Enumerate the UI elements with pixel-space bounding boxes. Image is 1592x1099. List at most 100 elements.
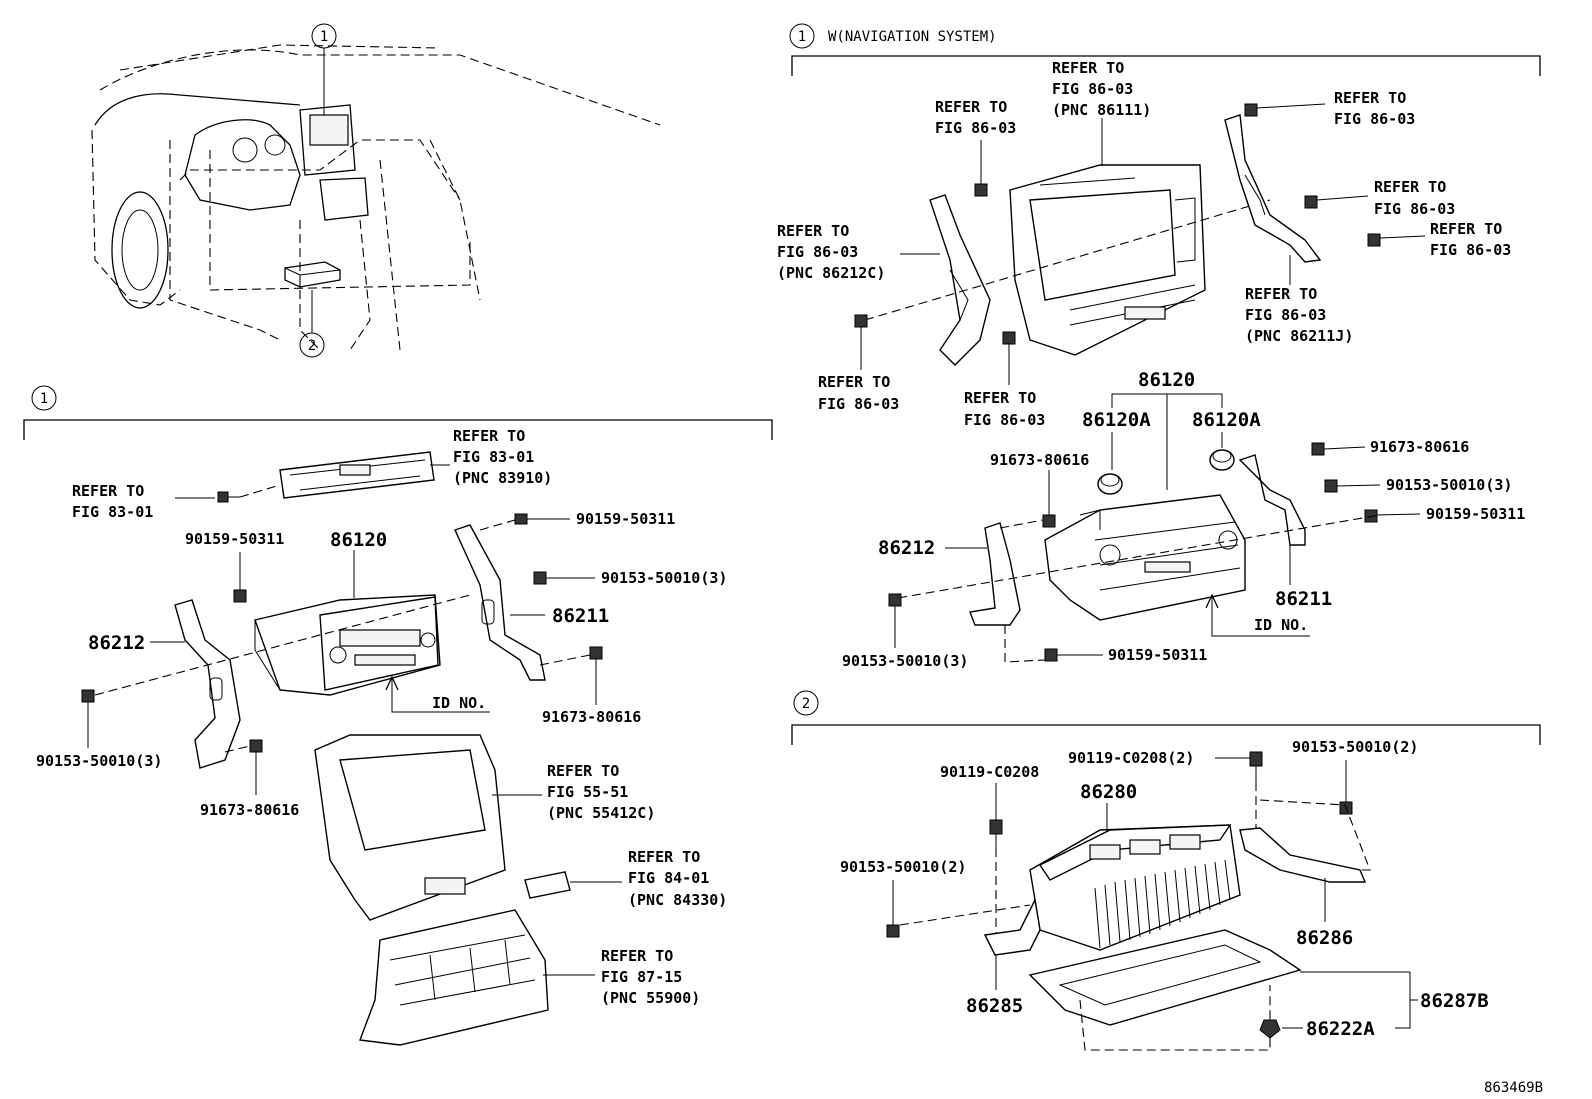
ref-nav-right-pnc-line1: REFER TO: [1245, 285, 1317, 303]
nav-label-86211: 86211: [1275, 588, 1332, 610]
nav-label-id-no: ID NO.: [1254, 616, 1308, 634]
ref-nav-left-lower-line1: REFER TO: [818, 373, 890, 391]
section-nav-title: W(NAVIGATION SYSTEM): [828, 29, 997, 45]
ref-panel-line3: (PNC 55412C): [547, 804, 655, 822]
clock-display-part: [279, 451, 435, 499]
amp-bracket-86285: [983, 897, 1041, 956]
bolt-icon: [854, 314, 868, 328]
amp-label-90153-right: 90153-50010(2): [1292, 738, 1418, 756]
ref-nav-display-line3: (PNC 86111): [1052, 101, 1151, 119]
nav-label-90153-right: 90153-50010(3): [1386, 476, 1512, 494]
amp-label-90119-right: 90119-C0208(2): [1068, 749, 1194, 767]
audio-head-unit: [254, 594, 441, 696]
ref-nav-right1-line2: FIG 86-03: [1334, 110, 1415, 128]
audio-label-86120: 86120: [330, 529, 387, 551]
ref-nav-left-upper-line1: REFER TO: [935, 98, 1007, 116]
ref-nav-left-upper-line2: FIG 86-03: [935, 119, 1016, 137]
ref-switch-line3: (PNC 84330): [628, 891, 727, 909]
bolt-icon: [888, 593, 902, 607]
bolt-icon: [514, 513, 528, 525]
knob-icon: [1097, 473, 1123, 495]
audio-label-91673-right: 91673-80616: [542, 708, 641, 726]
ref-nav-left-pnc-line2: FIG 86-03: [777, 243, 858, 261]
amplifier-part: [1029, 824, 1241, 951]
ref-screw-line1: REFER TO: [72, 482, 144, 500]
amp-tray-86287B: [1028, 929, 1302, 1026]
ref-screw-line2: FIG 83-01: [72, 503, 153, 521]
bolt-icon: [1244, 103, 1258, 117]
ref-nav-right2-line1: REFER TO: [1374, 178, 1446, 196]
nav-label-90159-bottom: 90159-50311: [1108, 646, 1207, 664]
knob-icon: [1209, 449, 1235, 471]
ref-nav-mid-lower-line1: REFER TO: [964, 389, 1036, 407]
nav-label-90159-right: 90159-50311: [1426, 505, 1525, 523]
nav-bracket-86211J: [1224, 114, 1322, 263]
audio-bracket-86212: [174, 599, 241, 769]
vehicle-overview-illustration: 1 2: [91, 23, 661, 358]
audio-label-86212: 86212: [88, 632, 145, 654]
nav-bracket-86212C: [929, 194, 991, 366]
amp-label-86280: 86280: [1080, 781, 1137, 803]
amp-label-86222A: 86222A: [1306, 1018, 1375, 1040]
audio-label-90159-right: 90159-50311: [576, 510, 675, 528]
audio-label-90153-right: 90153-50010(3): [601, 569, 727, 587]
amp-bracket-86286: [1239, 827, 1367, 883]
bolt-icon: [1044, 648, 1058, 662]
section-amp-marker: 2: [802, 696, 810, 712]
nav-label-86120A-left: 86120A: [1082, 409, 1151, 431]
nav-label-86120: 86120: [1138, 369, 1195, 391]
section-audio-marker: 1: [40, 391, 48, 407]
nav-label-86212: 86212: [878, 537, 935, 559]
bolt-icon: [1042, 514, 1056, 528]
bolt-icon: [1311, 442, 1325, 456]
audio-label-id-no: ID NO.: [432, 694, 486, 712]
nav-label-91673-left: 91673-80616: [990, 451, 1089, 469]
ref-nav-left-pnc-line1: REFER TO: [777, 222, 849, 240]
ref-nav-right2-line2: FIG 86-03: [1374, 200, 1455, 218]
ref-switch-line2: FIG 84-01: [628, 869, 709, 887]
ref-nav-left-pnc-line3: (PNC 86212C): [777, 264, 885, 282]
audio-bracket-86211: [454, 524, 546, 681]
ref-nav-display-line1: REFER TO: [1052, 59, 1124, 77]
nav-bracket-86211: [1238, 454, 1306, 546]
bolt-icon: [249, 739, 263, 753]
switch-part: [524, 871, 571, 899]
navigation-display-part: [1009, 164, 1206, 356]
ref-panel-line1: REFER TO: [547, 762, 619, 780]
navigation-section: 1 W(NAVIGATION SYSTEM) REFER TO FIG 86-0…: [777, 23, 1541, 670]
amp-label-90153-left: 90153-50010(2): [840, 858, 966, 876]
bolt-icon: [1249, 751, 1263, 782]
ref-switch-line1: REFER TO: [628, 848, 700, 866]
bolt-icon: [1002, 331, 1016, 345]
ref-panel-line2: FIG 55-51: [547, 783, 628, 801]
amplifier-section: 2 86280 90119-C0208 90119-C0208(2) 90153…: [791, 690, 1541, 1051]
ref-nav-mid-lower-line2: FIG 86-03: [964, 411, 1045, 429]
ref-nav-left-lower-line2: FIG 86-03: [818, 395, 899, 413]
bolt-icon: [989, 819, 1003, 848]
section-nav-marker: 1: [798, 29, 806, 45]
ref-climate-line1: REFER TO: [601, 947, 673, 965]
ref-nav-right3-line2: FIG 86-03: [1430, 241, 1511, 259]
bolt-icon: [589, 646, 603, 660]
audio-label-90159-left: 90159-50311: [185, 530, 284, 548]
bolt-icon: [886, 924, 900, 938]
ref-climate-line3: (PNC 55900): [601, 989, 700, 1007]
ref-climate-line2: FIG 87-15: [601, 968, 682, 986]
bolt-icon: [81, 689, 95, 703]
ref-nav-right3-line1: REFER TO: [1430, 220, 1502, 238]
nav-label-91673-right: 91673-80616: [1370, 438, 1469, 456]
amp-label-86287B: 86287B: [1420, 990, 1489, 1012]
nav-label-90153-bottom: 90153-50010(3): [842, 652, 968, 670]
ref-nav-right-pnc-line2: FIG 86-03: [1245, 306, 1326, 324]
ref-display-line2: FIG 83-01: [453, 448, 534, 466]
amp-label-86286: 86286: [1296, 927, 1353, 949]
bolt-icon: [1367, 233, 1381, 247]
bolt-icon: [1304, 195, 1318, 209]
ref-nav-right-pnc-line3: (PNC 86211J): [1245, 327, 1353, 345]
diagram-id: 863469B: [1484, 1080, 1543, 1096]
ref-display-line1: REFER TO: [453, 427, 525, 445]
nav-label-86120A-right: 86120A: [1192, 409, 1261, 431]
audio-label-90153-left: 90153-50010(3): [36, 752, 162, 770]
nav-bracket-86212: [969, 522, 1021, 626]
marker-2: 2: [308, 338, 316, 354]
